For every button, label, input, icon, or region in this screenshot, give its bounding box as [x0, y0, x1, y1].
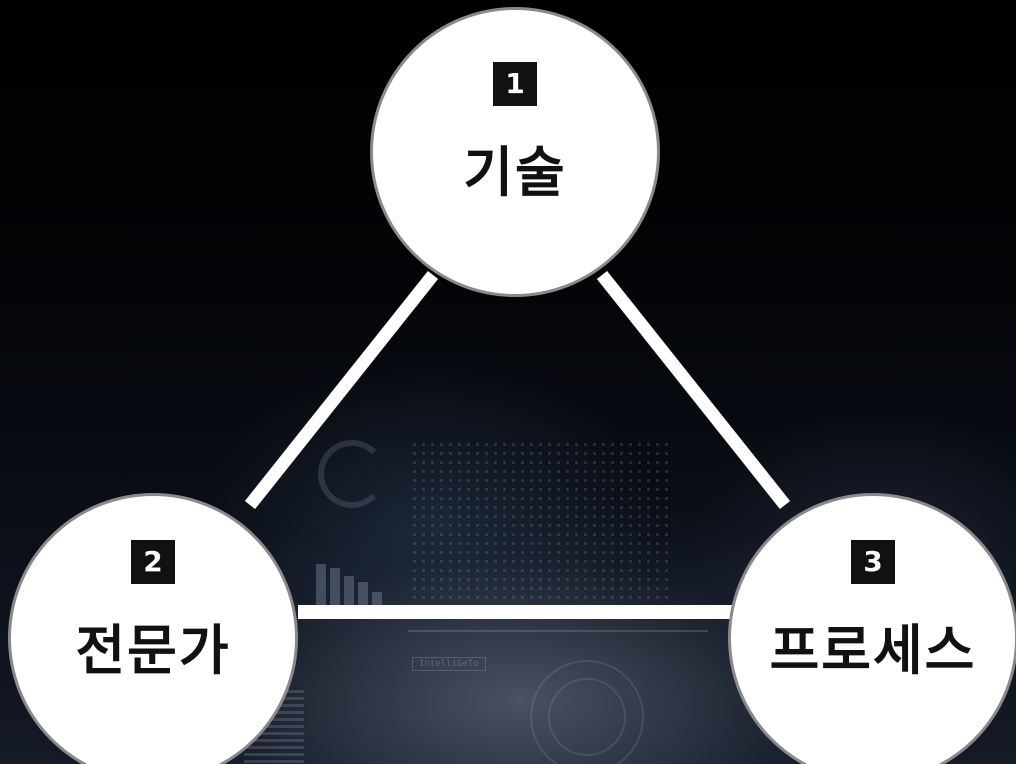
background-target-ring-outer	[530, 660, 644, 764]
background-loading-ring	[318, 440, 386, 508]
background-target-ring-inner	[548, 678, 626, 756]
node-expert: 2 전문가	[8, 493, 298, 764]
node-number-badge: 1	[493, 62, 537, 106]
node-label: 프로세스	[769, 619, 977, 682]
node-number-badge: 2	[131, 540, 175, 584]
node-label: 기술	[463, 141, 567, 204]
background-chip-label: IntelliGeTo	[412, 657, 486, 671]
connector-tech-expert	[244, 270, 439, 510]
node-number-badge: 3	[851, 540, 895, 584]
node-technology: 1 기술	[370, 7, 660, 297]
background-dot-grid	[410, 440, 670, 620]
connector-tech-process	[596, 270, 791, 510]
node-label: 전문가	[75, 619, 231, 682]
background-bar-graphic	[316, 560, 382, 608]
node-process: 3 프로세스	[728, 493, 1016, 764]
background-panel-line	[408, 630, 708, 632]
